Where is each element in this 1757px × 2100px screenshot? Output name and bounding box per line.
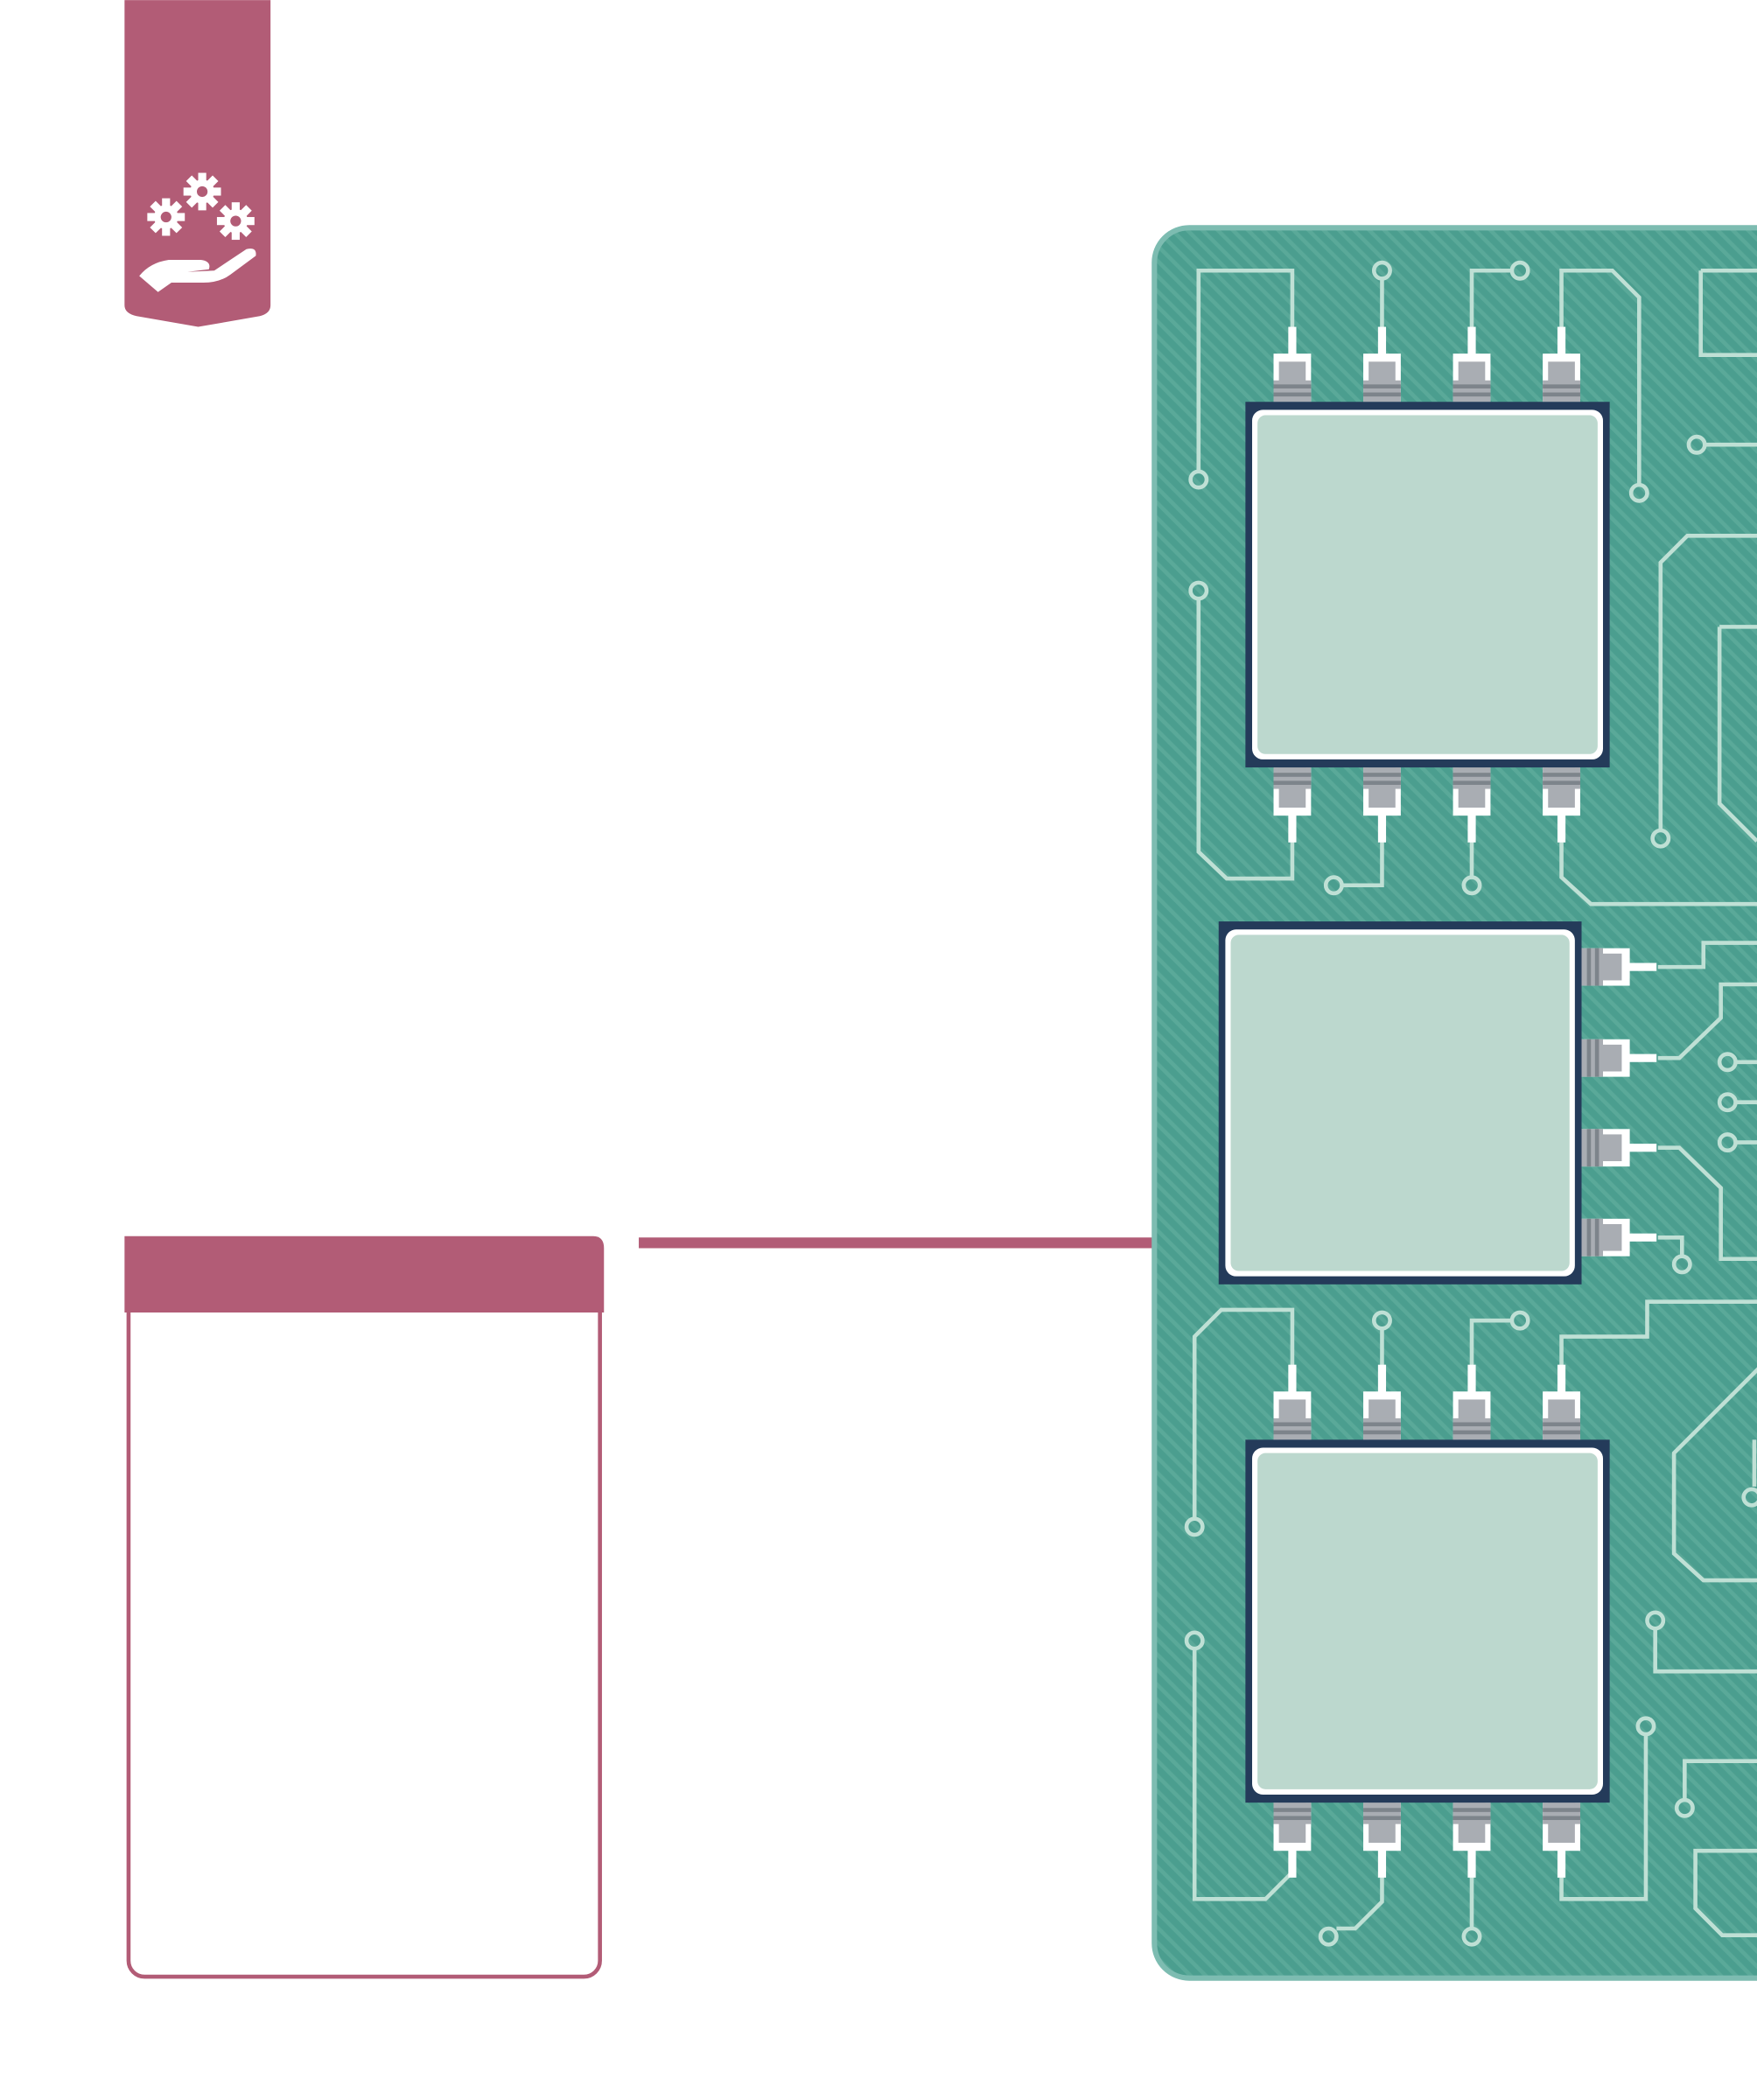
pin-stripe xyxy=(1273,392,1312,397)
pin-stripe xyxy=(1594,1129,1600,1167)
pin-lead xyxy=(1467,326,1476,360)
chip-body xyxy=(1257,1452,1598,1789)
pin-stripe xyxy=(1452,1808,1491,1812)
pin-stripe xyxy=(1452,780,1491,785)
pin-stripe xyxy=(1273,1422,1312,1427)
pin-body xyxy=(1273,1418,1312,1440)
chip-body xyxy=(1257,415,1598,754)
pin-stripe xyxy=(1543,1422,1580,1427)
info-panel-frame xyxy=(126,1243,602,1979)
pin-stripe xyxy=(1586,1039,1592,1077)
pin-stripe xyxy=(1452,1816,1491,1821)
connector-line xyxy=(639,1237,1156,1249)
pin-stripe xyxy=(1363,773,1401,777)
pin-stripe xyxy=(1363,384,1401,388)
pin-stripe xyxy=(1363,392,1401,397)
pin-stripe xyxy=(1452,384,1491,388)
pin-stripe xyxy=(1452,773,1491,777)
pin-lead xyxy=(1624,962,1657,971)
pin-stripe xyxy=(1273,780,1312,785)
pin-stripe xyxy=(1273,384,1312,388)
pin-lead xyxy=(1557,810,1566,843)
pin-stripe xyxy=(1586,1129,1592,1167)
pin-lead xyxy=(1288,1845,1297,1878)
pin-stripe xyxy=(1363,1422,1401,1427)
pin-lead xyxy=(1377,326,1387,360)
pin-stripe xyxy=(1273,1808,1312,1812)
pin-lead xyxy=(1624,1144,1657,1152)
pin-lead xyxy=(1624,1054,1657,1062)
pin-body xyxy=(1363,1418,1401,1440)
pin-stripe xyxy=(1452,1422,1491,1427)
pin-stripe xyxy=(1273,1816,1312,1821)
pin-lead xyxy=(1467,1364,1476,1397)
pin-body xyxy=(1452,1418,1491,1440)
pin-lead xyxy=(1288,810,1297,843)
pin-stripe xyxy=(1273,1430,1312,1435)
pin-stripe xyxy=(1543,392,1580,397)
pin-stripe xyxy=(1543,773,1580,777)
pin-stripe xyxy=(1543,780,1580,785)
pin-body xyxy=(1452,380,1491,402)
pin-stripe xyxy=(1363,1808,1401,1812)
pin-lead xyxy=(1467,1845,1476,1878)
badge-ribbon xyxy=(124,0,271,327)
pin-body xyxy=(1363,380,1401,402)
pin-lead xyxy=(1624,1233,1657,1242)
info-panel-header xyxy=(124,1236,605,1312)
pin-lead xyxy=(1377,810,1387,843)
pin-body xyxy=(1273,380,1312,402)
pin-lead xyxy=(1377,1364,1387,1397)
pin-body xyxy=(1543,1418,1580,1440)
pin-stripe xyxy=(1543,1816,1580,1821)
pin-lead xyxy=(1377,1845,1387,1878)
pin-stripe xyxy=(1363,1816,1401,1821)
pin-stripe xyxy=(1594,1039,1600,1077)
pin-stripe xyxy=(1543,384,1580,388)
pin-stripe xyxy=(1594,1218,1600,1256)
pin-stripe xyxy=(1452,392,1491,397)
pin-stripe xyxy=(1543,1430,1580,1435)
pin-stripe xyxy=(1452,1430,1491,1435)
pin-stripe xyxy=(1543,1808,1580,1812)
chips xyxy=(1218,326,1657,1878)
pin-lead xyxy=(1288,326,1297,360)
pin-stripe xyxy=(1586,948,1592,986)
pin-lead xyxy=(1557,1845,1566,1878)
info-panel xyxy=(124,1236,605,1979)
chip-body xyxy=(1230,934,1570,1271)
circuit-board xyxy=(1152,225,1757,1981)
pin-stripe xyxy=(1363,780,1401,785)
category-badge xyxy=(124,0,271,327)
pin-body xyxy=(1543,380,1580,402)
pin-stripe xyxy=(1363,1430,1401,1435)
pin-stripe xyxy=(1586,1218,1592,1256)
pin-stripe xyxy=(1594,948,1600,986)
pin-lead xyxy=(1557,1364,1566,1397)
pin-lead xyxy=(1467,810,1476,843)
pin-lead xyxy=(1557,326,1566,360)
pin-lead xyxy=(1288,1364,1297,1397)
pin-stripe xyxy=(1273,773,1312,777)
